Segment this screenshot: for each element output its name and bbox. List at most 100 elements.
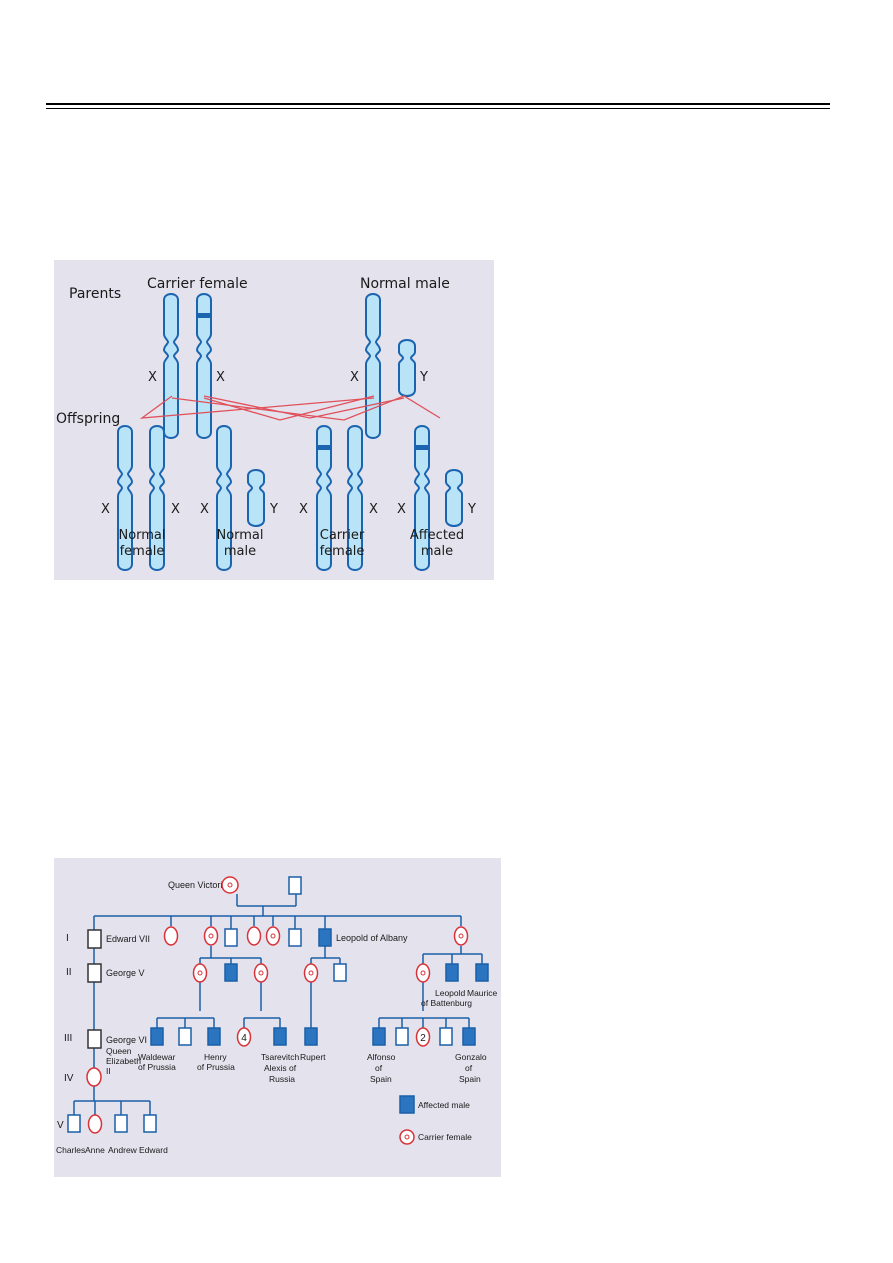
carrier-female-symbol — [267, 927, 280, 945]
queen-victoria-carrier-symbol — [222, 877, 238, 893]
alfonso-name-3: Spain — [370, 1074, 392, 1084]
carrier-female-symbol — [417, 964, 430, 982]
henry-name-1: Henry — [204, 1052, 227, 1062]
edward-symbol — [144, 1115, 156, 1132]
leopold-albany-name: Leopold of Albany — [336, 933, 408, 943]
carrier-female-title: Carrier female — [147, 276, 248, 292]
x-label: X — [397, 502, 406, 517]
waldewar-name-1: Waldewar — [138, 1052, 176, 1062]
queen-elizabeth-name-2: Elizabeth — [106, 1056, 141, 1066]
offspring1-caption-2: female — [120, 544, 165, 559]
maurice-name: Maurice — [467, 988, 498, 998]
generation-label-v: V — [57, 1120, 64, 1131]
george-vi-name: George VI — [106, 1035, 147, 1045]
x-label: X — [171, 502, 180, 517]
male-symbol — [440, 1028, 452, 1045]
andrew-name: Andrew — [108, 1145, 138, 1155]
y-label: Y — [269, 502, 278, 517]
george-v-name: George V — [106, 968, 145, 978]
affected-male-symbol — [225, 964, 237, 981]
waldewar-name-2: of Prussia — [138, 1062, 176, 1072]
gonzalo-name-1: Gonzalo — [455, 1052, 487, 1062]
carrier-female-symbol — [205, 927, 218, 945]
tsarevitch-name-3: Russia — [269, 1074, 295, 1084]
carrier-female-symbol — [194, 964, 207, 982]
charles-name: Charles — [56, 1145, 85, 1155]
male-symbol — [225, 929, 237, 946]
offspring4-caption-2: male — [421, 544, 453, 559]
queen-elizabeth-symbol — [87, 1068, 101, 1086]
alfonso-name-2: of — [375, 1063, 383, 1073]
queen-victoria-name: Queen Victoria — [168, 880, 227, 890]
female-symbol — [165, 927, 178, 945]
queen-elizabeth-name-3: II — [106, 1066, 111, 1076]
legend-affected-label: Affected male — [418, 1100, 470, 1110]
x-label: X — [148, 370, 157, 385]
edward-vii-symbol — [88, 930, 101, 948]
edward-vii-name: Edward VII — [106, 934, 150, 944]
y-label: Y — [419, 370, 428, 385]
waldewar-affected-symbol — [151, 1028, 163, 1045]
carrier-female-symbol — [455, 927, 468, 945]
male-symbol — [334, 964, 346, 981]
legend-affected-symbol — [400, 1096, 414, 1113]
royal-hemophilia-pedigree-figure: I II III IV V Queen Victoria Edward VII … — [54, 858, 501, 1177]
x-linked-inheritance-figure: Parents Carrier female Normal male X X X… — [54, 260, 494, 580]
female-symbol — [248, 927, 261, 945]
leopold-albany-affected-symbol — [319, 929, 331, 946]
female-count-2: 2 — [420, 1033, 426, 1044]
charles-symbol — [68, 1115, 80, 1132]
parent-male-y-chromosome — [399, 340, 415, 396]
generation-label-ii: II — [66, 967, 72, 978]
parent-male-x-chromosome — [366, 294, 380, 438]
header-rule-thick — [46, 103, 830, 105]
gonzalo-name-3: Spain — [459, 1074, 481, 1084]
tsarevitch-affected-symbol — [274, 1028, 286, 1045]
george-v-symbol — [88, 964, 101, 982]
offspring2-caption-2: male — [224, 544, 256, 559]
gonzalo-name-2: of — [465, 1063, 473, 1073]
offspring3-caption-1: Carrier — [320, 528, 365, 543]
inheritance-diagram-svg: Parents Carrier female Normal male X X X… — [54, 260, 494, 580]
x-label: X — [350, 370, 359, 385]
leopold-battenburg-name-2: of Battenburg — [421, 998, 472, 1008]
rupert-affected-symbol — [305, 1028, 317, 1045]
queen-elizabeth-name-1: Queen — [106, 1046, 132, 1056]
rupert-name: Rupert — [300, 1052, 326, 1062]
legend-carrier-symbol — [400, 1130, 414, 1144]
parents-label: Parents — [69, 286, 121, 302]
henry-name-2: of Prussia — [197, 1062, 235, 1072]
normal-male-title: Normal male — [360, 276, 450, 292]
x-label: X — [299, 502, 308, 517]
offspring-label: Offspring — [56, 411, 120, 427]
offspring4-caption-1: Affected — [410, 528, 464, 543]
mutation-band — [197, 313, 211, 318]
header-rule-thin — [46, 108, 830, 109]
edward-name: Edward — [139, 1145, 168, 1155]
male-symbol — [396, 1028, 408, 1045]
gonzalo-affected-symbol — [463, 1028, 475, 1045]
tsarevitch-name-2: Alexis of — [264, 1063, 297, 1073]
leopold-battenburg-affected-symbol — [446, 964, 458, 981]
anne-name: Anne — [85, 1145, 105, 1155]
male-symbol — [179, 1028, 191, 1045]
offspring4-y-chromosome — [446, 470, 462, 526]
maurice-affected-symbol — [476, 964, 488, 981]
generation-label-iv: IV — [64, 1073, 74, 1084]
leopold-battenburg-name-1: Leopold — [435, 988, 466, 998]
mutation-band — [415, 445, 429, 450]
generation-label-i: I — [66, 933, 69, 944]
tsarevitch-name-1: Tsarevitch — [261, 1052, 300, 1062]
y-label: Y — [467, 502, 476, 517]
carrier-female-symbol — [255, 964, 268, 982]
x-label: X — [200, 502, 209, 517]
andrew-symbol — [115, 1115, 127, 1132]
henry-affected-symbol — [208, 1028, 220, 1045]
prince-albert-symbol — [289, 877, 301, 894]
offspring2-y-chromosome — [248, 470, 264, 526]
offspring3-caption-2: female — [320, 544, 365, 559]
legend-carrier-label: Carrier female — [418, 1132, 472, 1142]
x-label: X — [216, 370, 225, 385]
mutation-band — [317, 445, 331, 450]
carrier-female-symbol — [305, 964, 318, 982]
